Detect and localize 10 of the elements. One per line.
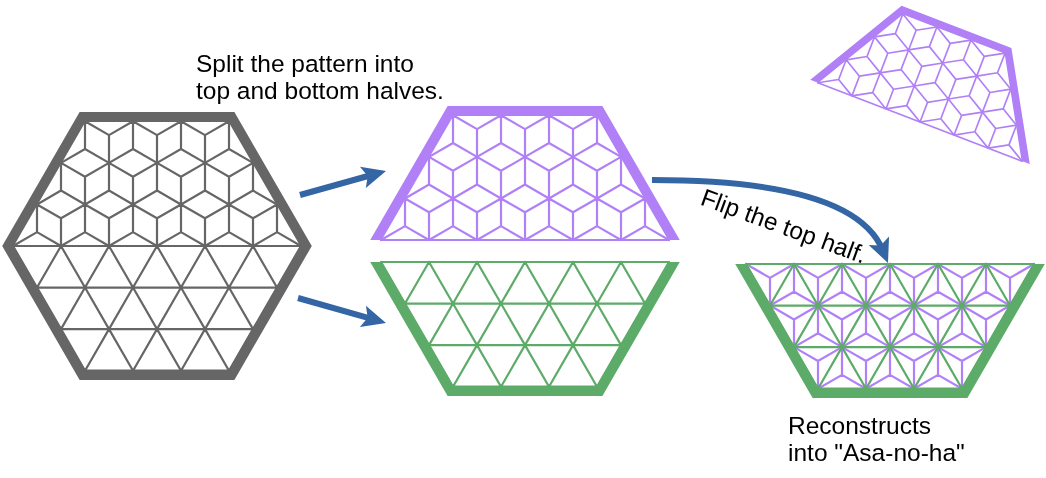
rhombus-tiling bbox=[370, 105, 680, 240]
edge-label: Flip the top half. bbox=[697, 183, 871, 269]
hexagon-tiling bbox=[2, 111, 312, 381]
arrow bbox=[297, 295, 386, 327]
triangle-tiling bbox=[370, 262, 680, 397]
instruction-text: Split the pattern into top and bottom halves. bbox=[196, 50, 445, 104]
arrow bbox=[299, 166, 386, 198]
curved-arrow bbox=[651, 177, 890, 263]
rhombus-tiling bbox=[810, 5, 1030, 165]
node-label: Reconstructs into "Asa-no-ha" bbox=[788, 412, 966, 466]
